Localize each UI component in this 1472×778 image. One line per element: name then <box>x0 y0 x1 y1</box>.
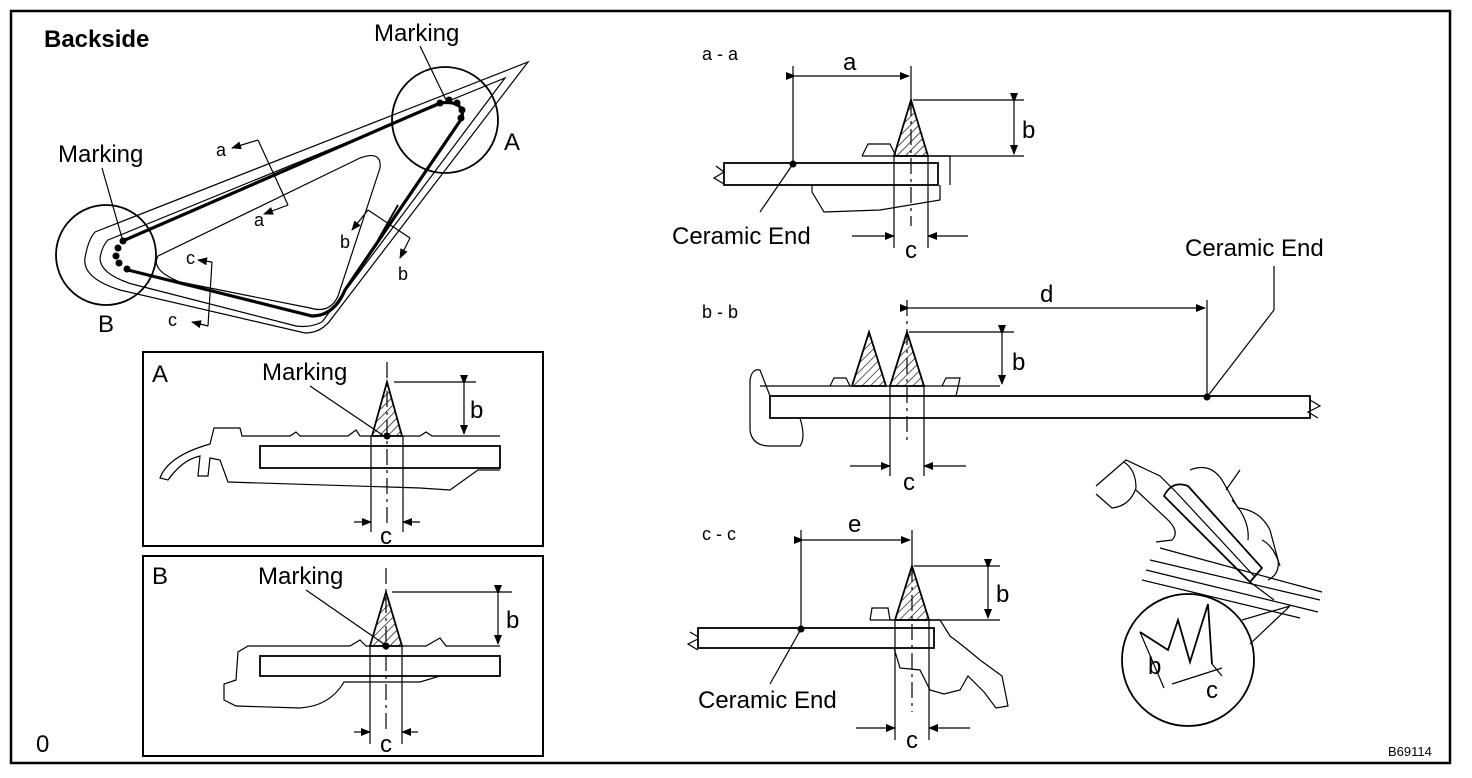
cut-a-bottom-label: a <box>254 210 265 230</box>
cut-c-bottom-label: c <box>168 310 177 330</box>
detail-a-panel: A Marking c b <box>142 351 544 550</box>
section-bb-label: b - b <box>702 302 738 322</box>
figure-frame <box>9 9 1452 765</box>
section-aa-dim-a: a <box>843 49 857 76</box>
section-cc-dim-e: e <box>848 511 861 538</box>
section-cut-a: a a <box>216 139 289 230</box>
magnifier-dim-b: b <box>1148 653 1161 680</box>
section-aa-dim-c: c <box>905 237 917 264</box>
detail-a-marking: Marking <box>262 359 347 386</box>
section-cc-ceramic-end: Ceramic End <box>698 687 837 714</box>
magnifier-circle <box>1121 593 1255 727</box>
section-aa: a - a a b c Ceramic End <box>672 44 1035 264</box>
zero-mark: 0 <box>36 731 49 758</box>
detail-b-label: B <box>98 311 114 338</box>
figure-code: B69114 <box>1388 744 1432 759</box>
section-bb-dim-c: c <box>903 469 915 496</box>
window-overview: Backside A B Marking <box>44 20 530 338</box>
detail-b-dim-c: c <box>380 731 392 758</box>
section-aa-dim-b: b <box>1022 117 1035 144</box>
detail-circle-a <box>391 66 499 174</box>
detail-a-dim-b: b <box>470 397 483 424</box>
cut-c-top-label: c <box>186 248 195 268</box>
section-aa-label: a - a <box>702 44 739 64</box>
diagram-title: Backside <box>44 26 149 53</box>
adhesive-application-illustration: b c <box>1095 459 1323 727</box>
detail-a-dim-c: c <box>380 523 392 550</box>
marking-dots-b <box>112 237 131 273</box>
magnifier-dim-c: c <box>1206 677 1218 704</box>
section-cc: c - c e b c Ceramic End <box>686 511 1009 754</box>
section-cc-dim-c: c <box>906 727 918 754</box>
marking-label-a: Marking <box>374 20 459 47</box>
section-bb: b - b d b c Ceramic End <box>702 235 1324 496</box>
section-bb-dim-d: d <box>1040 281 1053 308</box>
detail-b-panel-label: B <box>152 563 168 590</box>
detail-b-panel: B Marking c b <box>142 555 544 758</box>
section-cut-b: b b <box>340 204 411 284</box>
cut-b-bottom-label: b <box>398 264 408 284</box>
section-cut-c: c c <box>168 248 213 330</box>
section-cc-dim-b: b <box>996 581 1009 608</box>
cut-b-top-label: b <box>340 232 350 252</box>
detail-a-label: A <box>504 129 520 156</box>
detail-a-panel-label: A <box>152 361 168 388</box>
section-bb-dim-b: b <box>1012 349 1025 376</box>
detail-b-dim-b: b <box>506 607 519 634</box>
section-aa-ceramic-end: Ceramic End <box>672 223 811 250</box>
section-cc-label: c - c <box>702 524 736 544</box>
section-bb-ceramic-end: Ceramic End <box>1185 235 1324 262</box>
marking-dots-a <box>436 96 466 122</box>
marking-label-b: Marking <box>58 141 143 168</box>
detail-circle-b <box>55 204 157 306</box>
detail-b-marking: Marking <box>258 563 343 590</box>
cut-a-top-label: a <box>216 140 227 160</box>
